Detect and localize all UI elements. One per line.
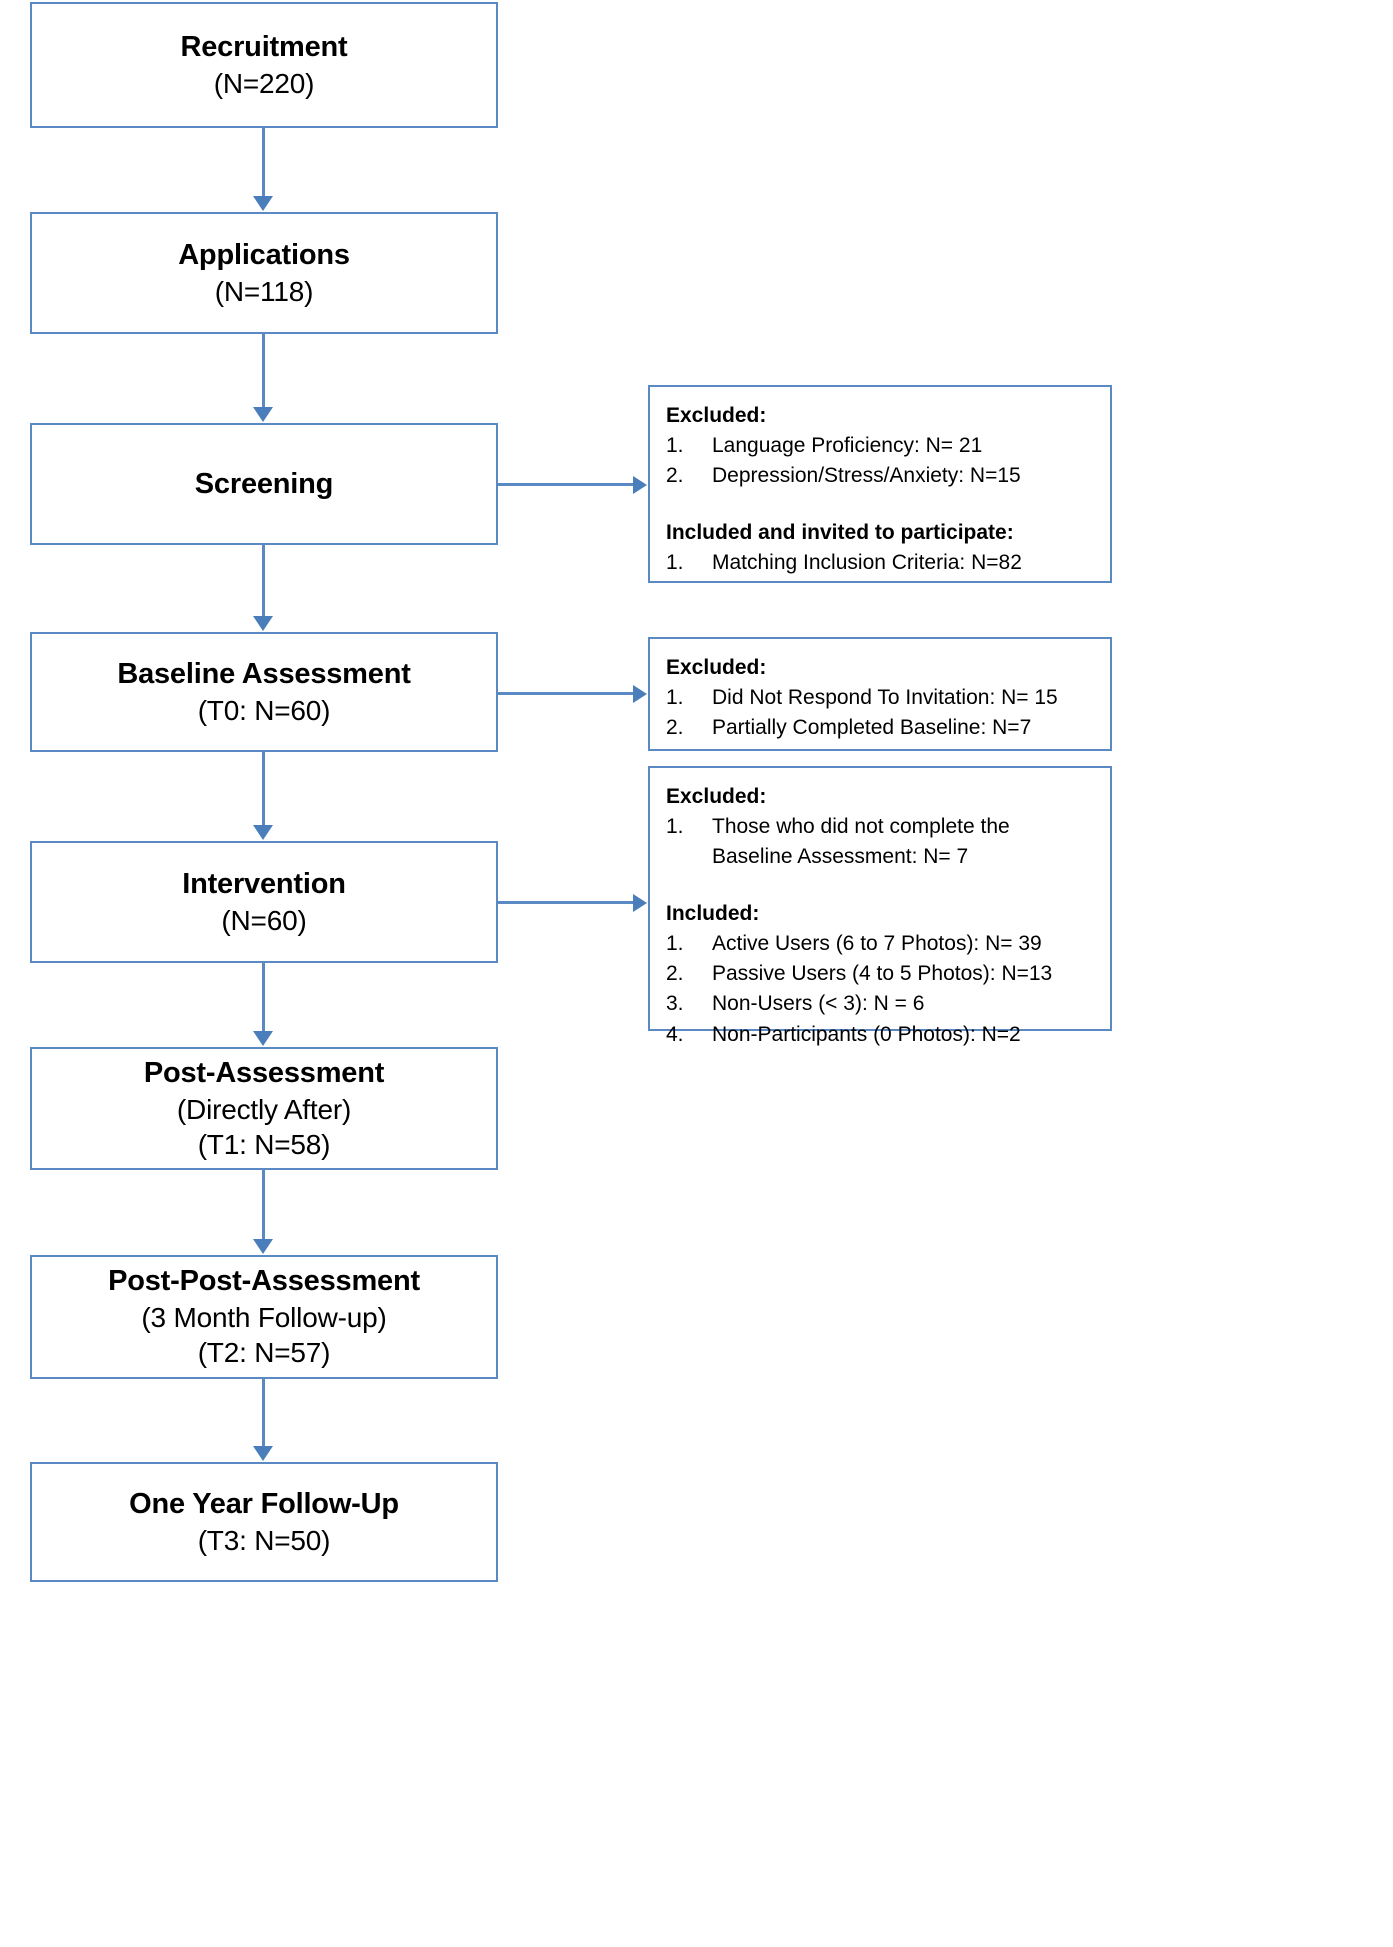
- note-list-item: 1. Matching Inclusion Criteria: N=82: [666, 548, 1100, 578]
- note-section-heading: Included:: [666, 901, 760, 925]
- note-item-number: 3.: [666, 992, 684, 1016]
- connector-intervention-to-post: [262, 963, 265, 1033]
- note-box-baseline: Excluded: 1. Did Not Respond To Invitati…: [648, 637, 1112, 751]
- arrow-post-to-postpost: [253, 1239, 273, 1254]
- flow-box-title: One Year Follow-Up: [129, 1488, 399, 1521]
- note-list: 1. Language Proficiency: N= 21 2. Depres…: [666, 431, 1100, 492]
- flow-box-post-post-assessment: Post-Post-Assessment (3 Month Follow-up)…: [30, 1255, 498, 1379]
- note-box-screening: Excluded: 1. Language Proficiency: N= 21…: [648, 385, 1112, 583]
- note-item-text: Language Proficiency: N= 21: [712, 433, 983, 457]
- flow-box-subtitle: (T0: N=60): [197, 694, 331, 726]
- connector-recruitment-to-applications: [262, 128, 265, 198]
- flow-box-post-assessment: Post-Assessment (Directly After) (T1: N=…: [30, 1047, 498, 1170]
- connector-screening-to-baseline: [262, 545, 265, 617]
- flow-box-title: Post-Post-Assessment: [108, 1265, 420, 1298]
- note-item-text: Did Not Respond To Invitation: N= 15: [712, 685, 1058, 709]
- note-list-item: 1. Did Not Respond To Invitation: N= 15: [666, 683, 1100, 713]
- connector-baseline-to-note: [498, 692, 634, 695]
- note-list-item: 1. Active Users (6 to 7 Photos): N= 39: [666, 929, 1100, 959]
- connector-applications-to-screening: [262, 334, 265, 408]
- note-list: 1. Did Not Respond To Invitation: N= 15 …: [666, 683, 1100, 744]
- note-section-heading: Excluded:: [666, 785, 767, 808]
- arrow-baseline-to-note: [633, 685, 647, 703]
- note-section-heading: Excluded:: [666, 656, 767, 679]
- flow-box-one-year-follow-up: One Year Follow-Up (T3: N=50): [30, 1462, 498, 1582]
- flow-box-subtitle: (N=118): [214, 275, 314, 307]
- note-item-number: 2.: [666, 464, 684, 488]
- note-section-heading: Included and invited to participate:: [666, 520, 1014, 544]
- flow-box-title: Screening: [194, 467, 334, 500]
- flow-box-applications: Applications (N=118): [30, 212, 498, 334]
- note-section-heading: Excluded:: [666, 404, 767, 427]
- note-item-text: Partially Completed Baseline: N=7: [712, 716, 1032, 740]
- note-item-number: 1.: [666, 931, 684, 955]
- flow-box-title: Applications: [178, 239, 350, 272]
- note-item-text: Passive Users (4 to 5 Photos): N=13: [712, 961, 1053, 985]
- flow-box-title: Intervention: [182, 868, 346, 901]
- note-item-text: Active Users (6 to 7 Photos): N= 39: [712, 931, 1042, 955]
- connector-postpost-to-oneyear: [262, 1379, 265, 1447]
- note-item-text: Matching Inclusion Criteria: N=82: [712, 550, 1022, 574]
- arrow-recruitment-to-applications: [253, 196, 273, 211]
- note-item-text: Those who did not complete the Baseline …: [712, 814, 1010, 869]
- arrow-intervention-to-note: [633, 894, 647, 912]
- note-item-text: Non-Users (< 3): N = 6: [712, 992, 925, 1016]
- note-item-number: 2.: [666, 961, 684, 985]
- note-list-item: 1. Those who did not complete the Baseli…: [666, 812, 1100, 873]
- note-list-item: 2. Passive Users (4 to 5 Photos): N=13: [666, 959, 1100, 989]
- note-list-item: 2. Depression/Stress/Anxiety: N=15: [666, 461, 1100, 491]
- flow-box-subtitle: (T3: N=50): [197, 1524, 331, 1556]
- arrow-baseline-to-intervention: [253, 825, 273, 840]
- note-box-intervention: Excluded: 1. Those who did not complete …: [648, 766, 1112, 1046]
- note-list-item: 4. Non-Participants (0 Photos): N=2: [666, 1020, 1100, 1050]
- note-item-number: 1.: [666, 814, 684, 838]
- flow-box-recruitment: Recruitment (N=220): [30, 2, 498, 128]
- note-item-number: 2.: [666, 716, 684, 740]
- note-list: 1. Matching Inclusion Criteria: N=82: [666, 548, 1100, 578]
- flow-box-title: Baseline Assessment: [117, 658, 411, 691]
- note-list-item: 2. Partially Completed Baseline: N=7: [666, 713, 1100, 743]
- note-list: 1. Those who did not complete the Baseli…: [666, 812, 1100, 873]
- flow-box-subtitle-2: (T2: N=57): [197, 1337, 331, 1369]
- flow-box-intervention: Intervention (N=60): [30, 841, 498, 963]
- note-item-number: 1.: [666, 685, 684, 709]
- note-item-number: 1.: [666, 433, 684, 457]
- flow-box-title: Post-Assessment: [143, 1056, 385, 1089]
- arrow-applications-to-screening: [253, 407, 273, 422]
- arrow-screening-to-baseline: [253, 616, 273, 631]
- flow-box-subtitle: (3 Month Follow-up): [141, 1302, 387, 1333]
- note-list-item: 1. Language Proficiency: N= 21: [666, 431, 1100, 461]
- note-item-number: 1.: [666, 550, 684, 574]
- flow-box-screening: Screening: [30, 423, 498, 545]
- arrow-postpost-to-oneyear: [253, 1446, 273, 1461]
- connector-post-to-postpost: [262, 1170, 265, 1240]
- flow-box-title: Recruitment: [180, 31, 348, 64]
- note-item-text: Non-Participants (0 Photos): N=2: [712, 1022, 1021, 1046]
- flow-box-subtitle-2: (T1: N=58): [197, 1128, 331, 1160]
- connector-intervention-to-note: [498, 901, 634, 904]
- arrow-screening-to-note: [633, 476, 647, 494]
- note-item-number: 4.: [666, 1022, 684, 1046]
- flow-box-subtitle: (Directly After): [176, 1093, 352, 1125]
- note-item-text: Depression/Stress/Anxiety: N=15: [712, 464, 1021, 488]
- note-list: 1. Active Users (6 to 7 Photos): N= 39 2…: [666, 929, 1100, 1051]
- flow-box-baseline-assessment: Baseline Assessment (T0: N=60): [30, 632, 498, 752]
- arrow-intervention-to-post: [253, 1031, 273, 1046]
- connector-screening-to-note: [498, 483, 634, 486]
- flow-box-subtitle: (N=60): [221, 904, 307, 936]
- flow-box-subtitle: (N=220): [213, 67, 315, 99]
- note-list-item: 3. Non-Users (< 3): N = 6: [666, 989, 1100, 1019]
- connector-baseline-to-intervention: [262, 752, 265, 826]
